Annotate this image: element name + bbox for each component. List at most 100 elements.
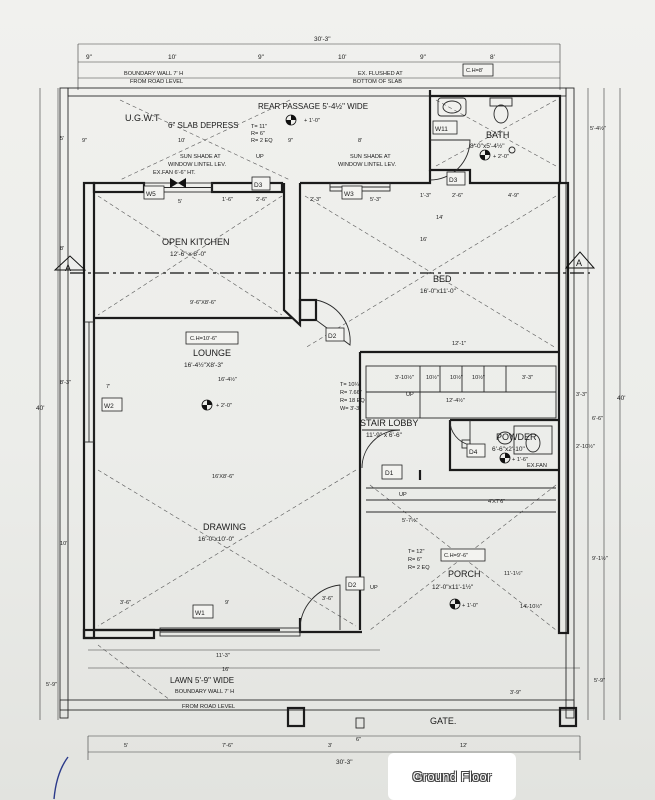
note-boundary-bottom-2: FROM ROAD LEVEL (182, 704, 235, 710)
tag-w2: W2 (104, 403, 114, 410)
dim-bed-16: 16' (420, 237, 427, 243)
dim-kitchen-e: 5'-3" (370, 197, 381, 203)
label-gate: GATE. (430, 716, 456, 726)
ceiling-height-tags: C.H=8' C.H=10'-6" C.H=9'-6" (185, 63, 494, 562)
tag-d3: D3 (254, 182, 263, 189)
note-sunshade-right-1: SUN SHADE AT (350, 154, 391, 160)
stair-mid-t: T= 10¼" (340, 382, 361, 388)
bath-fixtures (437, 97, 553, 455)
note-ex-fan-powder: EX.FAN (527, 463, 547, 469)
dim-right-b: 3'-3" (576, 392, 587, 398)
stair-top-req: R= 2 EQ (251, 138, 273, 144)
dim-right-40: 40' (617, 395, 625, 402)
tag-d2b: D2 (348, 582, 357, 589)
tag-w11: W11 (435, 126, 448, 133)
floor-caption: Ground Floor (412, 769, 492, 784)
dim-lounge-16: 16'-4½" (218, 376, 237, 383)
note-ex-flushed-1: EX. FLUSHED AT (358, 71, 403, 77)
ch-porch: C.H=9'-6" (444, 553, 468, 559)
section-mark-right: A (576, 258, 582, 268)
dim-base-b: 7'-6" (222, 743, 233, 749)
stair-porch-r: R= 6" (408, 557, 422, 563)
ch-bath: C.H=8' (466, 68, 483, 74)
dim-overall-top: 30'-3" (314, 36, 331, 43)
up-top: UP (256, 154, 264, 160)
note-sunshade-right-2: WINDOW LINTEL LEV. (338, 162, 396, 168)
dim-porch-c: 11'-1½" (504, 570, 523, 577)
dim-left-40: 40' (36, 405, 44, 412)
level-top: + 1'-0" (304, 118, 320, 124)
stair-mid-req: R= 18 EQ (340, 398, 365, 404)
section-mark-left: A (65, 263, 71, 273)
note-boundary-bottom-1: BOUNDARY WALL 7' H (175, 689, 234, 695)
dim-stair-a: 3'-10½" (395, 374, 414, 381)
note-boundary-top-2: FROM ROAD LEVEL (130, 79, 183, 85)
dim-bottom-b: 9' (225, 600, 229, 606)
dim-kitchen-a: 5' (178, 199, 182, 205)
dim-top-a: 9" (86, 54, 93, 61)
label-drawing-size: 16'-0"x10'-0" (198, 536, 235, 543)
dim-top-d: 10' (338, 54, 346, 61)
label-lawn: LAWN 5'-9" WIDE (170, 676, 234, 685)
doors (299, 139, 471, 631)
dim-porch-d: 14'-10½" (520, 603, 542, 610)
tag-d3b: D3 (449, 177, 458, 184)
label-stair-lobby: STAIR LOBBY (360, 418, 418, 428)
label-bed: BED (433, 274, 452, 284)
tag-d1: D1 (385, 470, 394, 477)
dim-stair-b: 10½" (426, 374, 439, 381)
gate-pillars (286, 706, 578, 729)
dim-mid-b: 10' (178, 138, 185, 144)
opening-tags: D1 D2 D2 D3 D3 D4 W1 W2 W3 W5 W11 (101, 120, 486, 619)
dim-left-d: 7' (106, 384, 110, 390)
dim-top-f: 8' (490, 54, 495, 61)
dim-right-e: 9'-1½" (592, 555, 608, 562)
label-porch: PORCH (448, 569, 481, 579)
dim-left-c: 8'-3" (60, 380, 71, 386)
dim-stair-c: 10½" (450, 374, 463, 381)
level-bath: + 2'-0" (493, 154, 509, 160)
label-stair-lobby-size: 11'-9" x 6'-6" (366, 432, 403, 439)
label-ugwt: U.G.W.T (125, 113, 160, 123)
dim-bottom-d: 11'-3" (216, 653, 230, 659)
floor-caption-badge: Ground Floor (388, 753, 516, 800)
pen-mark-icon (53, 756, 69, 800)
dim-kitchen-d: 2'-3" (310, 197, 321, 203)
room-labels: REAR PASSAGE 5'-4½" WIDE U.G.W.T 6" SLAB… (125, 102, 537, 726)
level-markers (201, 114, 511, 610)
stair-mid-w: W= 3'-3" (340, 406, 361, 412)
exhaust-fan-icon (170, 178, 186, 188)
windows (83, 182, 391, 637)
note-ex-flushed-2: BOTTOM OF SLAB (353, 79, 402, 85)
dim-bottom-c: 3'-6" (322, 596, 333, 602)
dim-base-d: 6" (356, 737, 361, 743)
dim-overall-bottom: 30'-3" (336, 759, 353, 766)
stair-mid-r: R= 7.66" (340, 390, 362, 396)
label-drawing: DRAWING (203, 522, 246, 532)
dim-porch-b: 5'-7½" (402, 517, 418, 524)
dim-left-b: 8' (60, 246, 64, 252)
dim-top-c: 9" (258, 54, 265, 61)
dim-mid-d: 8' (358, 138, 362, 144)
label-bath-size: 8'-0"x5'-4½" (470, 142, 505, 150)
dim-base-a: 5' (124, 743, 128, 749)
tag-w1: W1 (195, 610, 205, 617)
stair-porch-req: R= 2 EQ (408, 565, 430, 571)
label-open-kitchen: OPEN KITCHEN (162, 237, 230, 247)
note-ex-fan: EX.FAN 6'-6" HT. (153, 170, 196, 176)
dim-kitchen-h: 4'-9" (508, 193, 519, 199)
level-powder: + 1'-6" (512, 457, 528, 463)
ch-lounge: C.H=10'-6" (190, 336, 217, 342)
dim-bottom-a: 3'-6" (120, 600, 131, 606)
dimension-text: 30'-3" 9" 10' 9" 10' 9" 8' 9" 10' 9" 8' … (36, 36, 625, 766)
stair-top-t: T= 11" (251, 124, 267, 130)
note-boundary-top-1: BOUNDARY WALL 7' H (124, 71, 183, 77)
level-lounge: + 2'-0" (216, 403, 232, 409)
dim-left-a: 5' (60, 136, 64, 142)
dim-left-e: 10' (60, 541, 67, 547)
note-sunshade-left-1: SUN SHADE AT (180, 154, 221, 160)
dim-bed-14: 14' (436, 215, 443, 221)
tag-w5: W5 (146, 191, 156, 198)
